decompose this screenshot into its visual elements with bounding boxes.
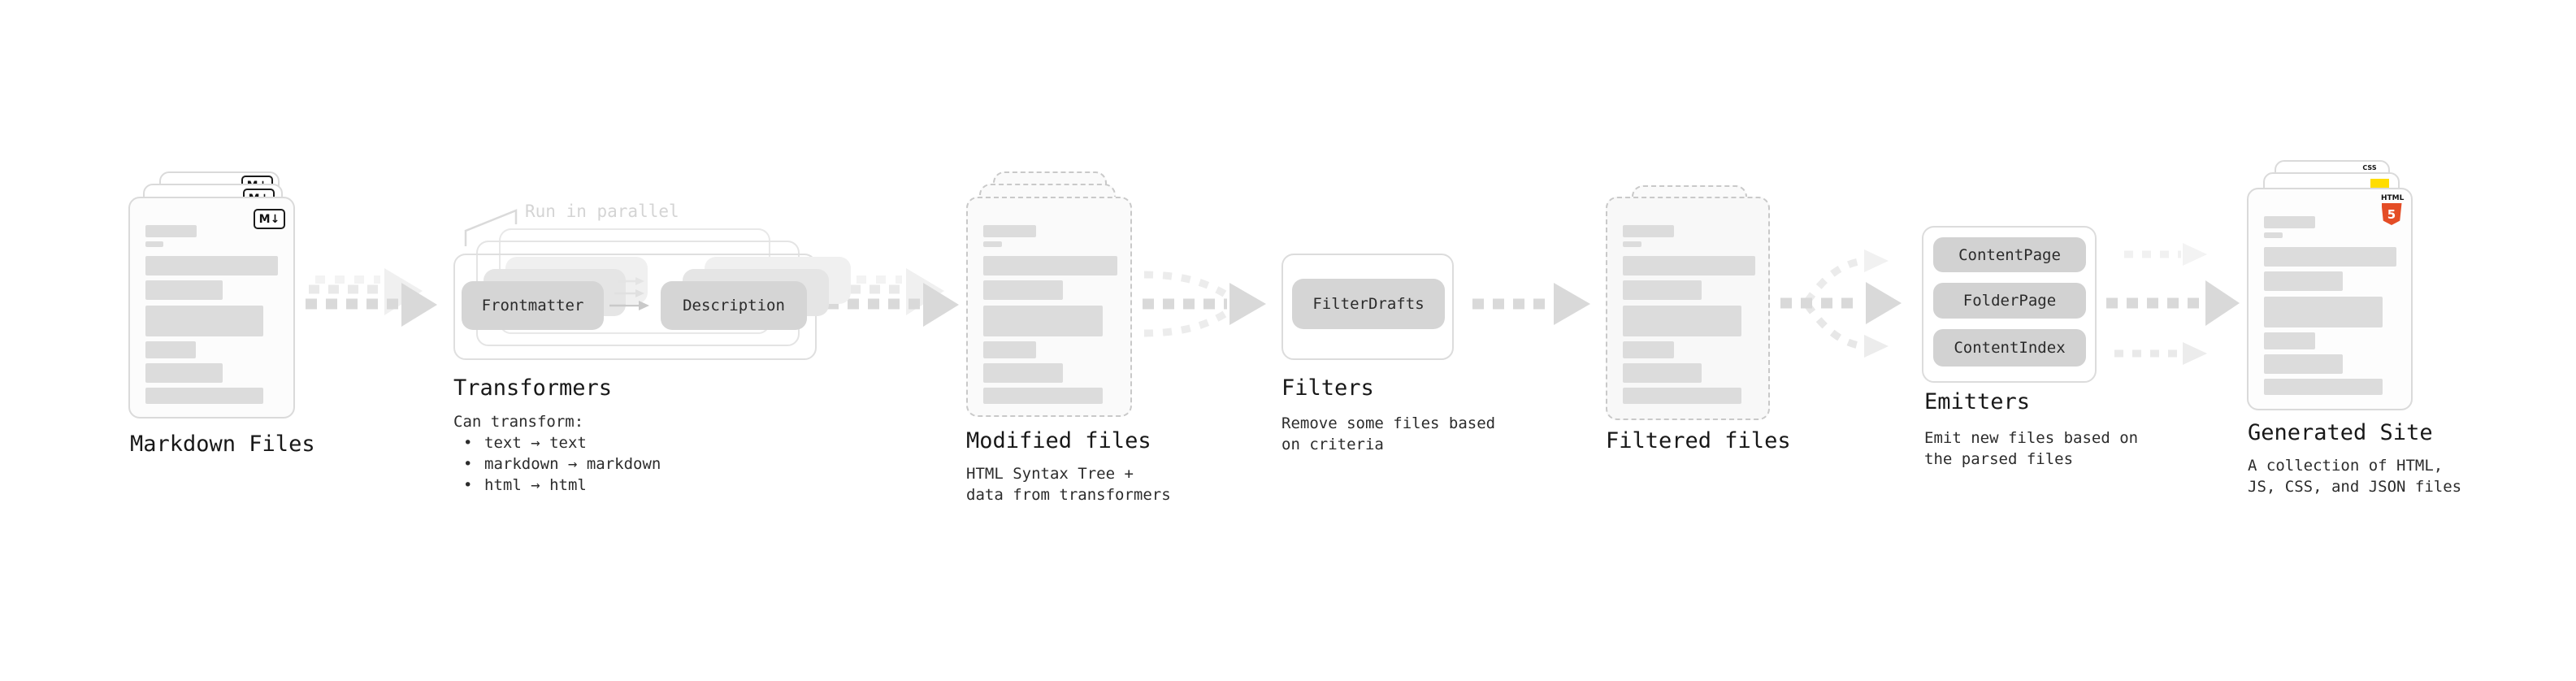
js-icon <box>2370 179 2389 189</box>
transformers-bullet-1: •text → text <box>463 434 587 452</box>
modified-files-heading: Modified files <box>966 428 1151 453</box>
arrow-transformers-to-modified <box>827 268 959 327</box>
description-pill: Description <box>661 281 807 330</box>
run-in-parallel-label: Run in parallel <box>525 202 679 221</box>
filtered-file-card <box>1606 197 1770 420</box>
arrow-emitters-to-generated <box>2106 243 2240 365</box>
folderpage-pill: FolderPage <box>1933 283 2086 319</box>
generated-site-description: A collection of HTML, JS, CSS, and JSON … <box>2248 457 2462 496</box>
transformers-bullet-2: •markdown → markdown <box>463 455 661 473</box>
arrow-modified-to-filters-merge <box>1143 271 1266 337</box>
filters-description: Remove some files based on criteria <box>1281 414 1496 453</box>
generated-site-heading: Generated Site <box>2248 420 2433 445</box>
contentindex-pill: ContentIndex <box>1933 329 2086 367</box>
html-file-card: HTML 5 <box>2247 188 2413 410</box>
markdown-icon: M↓ <box>254 209 285 229</box>
modified-file-card <box>966 197 1132 417</box>
emitters-heading: Emitters <box>1924 389 2031 414</box>
transformers-heading: Transformers <box>453 375 613 401</box>
arrow-filtered-to-emitters-split <box>1780 249 1902 358</box>
filtered-files-heading: Filtered files <box>1606 428 1791 453</box>
modified-files-description: HTML Syntax Tree + data from transformer… <box>966 465 1171 504</box>
contentpage-pill: ContentPage <box>1933 237 2086 272</box>
transformers-bullet-3: •html → html <box>463 476 587 494</box>
run-in-parallel-leader-line <box>464 209 518 246</box>
filters-heading: Filters <box>1281 375 1374 401</box>
pill-connector-arrows <box>609 277 649 310</box>
frontmatter-pill: Frontmatter <box>462 281 604 330</box>
transformers-description: Can transform: •text → text •markdown → … <box>453 411 661 496</box>
markdown-files-label: Markdown Files <box>130 432 315 457</box>
html5-icon: HTML 5 <box>2381 194 2404 225</box>
filterdrafts-pill: FilterDrafts <box>1292 279 1445 329</box>
arrow-filters-to-filtered <box>1472 283 1590 325</box>
emitters-description: Emit new files based on the parsed files <box>1924 429 2139 468</box>
markdown-file-card: M↓ <box>128 197 295 419</box>
transformers-desc-title: Can transform: <box>453 413 584 431</box>
arrow-markdown-to-transformers <box>306 268 437 327</box>
